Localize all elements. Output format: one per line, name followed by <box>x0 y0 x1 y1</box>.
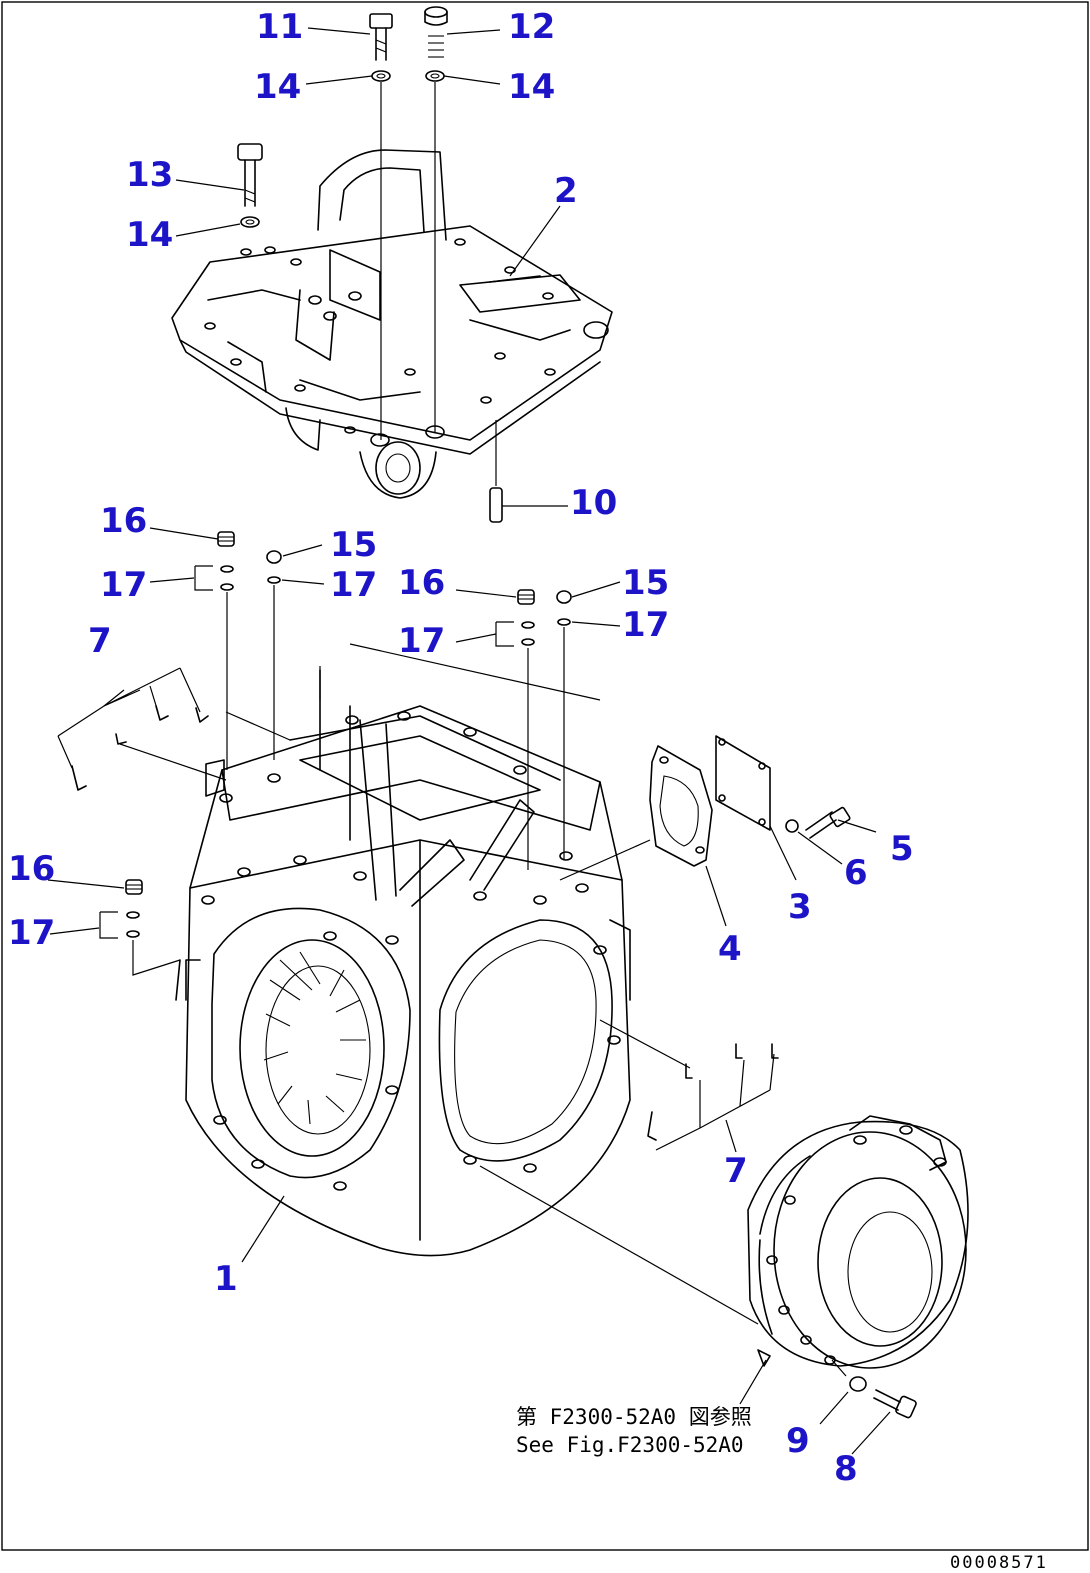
plug-16-b <box>517 589 535 605</box>
axis-line-17-e <box>132 940 181 976</box>
bolt-5 <box>805 806 851 839</box>
oring-17-b <box>267 576 281 584</box>
plug-12 <box>424 6 448 58</box>
callout-17-e: 17 <box>8 913 55 953</box>
plug-15-a <box>266 550 282 564</box>
callout-1: 1 <box>214 1259 238 1299</box>
callout-14-mid: 14 <box>126 215 173 255</box>
stud-group-7-right <box>599 1019 779 1151</box>
callout-6: 6 <box>844 853 868 893</box>
callout-5: 5 <box>890 829 914 869</box>
callout-14-top-right: 14 <box>508 67 555 107</box>
washer-14-a <box>371 70 391 82</box>
oring-17-c <box>495 621 535 647</box>
stud-group-7-left <box>57 667 227 791</box>
dowel-pin-10 <box>489 487 503 523</box>
callout-4: 4 <box>718 929 742 969</box>
main-case-1 <box>175 669 631 1257</box>
cover-plate-3 <box>715 735 771 831</box>
brake-assembly-reference <box>747 1115 969 1369</box>
upper-cover-2 <box>171 149 613 499</box>
gasket-4 <box>649 745 713 867</box>
bolt-8 <box>873 1389 917 1419</box>
callout-10: 10 <box>570 483 617 523</box>
callout-15-a: 15 <box>330 525 377 565</box>
callout-7-left: 7 <box>88 621 112 661</box>
callout-17-a: 17 <box>100 565 147 605</box>
callout-numbers: 11 12 14 14 13 14 2 10 16 15 17 17 16 15… <box>8 7 914 1489</box>
callout-16-c: 16 <box>8 849 55 889</box>
bolt-11 <box>369 13 393 61</box>
guide-line-brake <box>479 1165 759 1325</box>
plug-16-c <box>125 879 143 895</box>
callout-16-b: 16 <box>398 563 445 603</box>
callout-8: 8 <box>834 1449 858 1489</box>
bolt-13 <box>237 143 263 207</box>
washer-6 <box>785 819 799 833</box>
callout-2: 2 <box>554 171 578 211</box>
callout-9: 9 <box>786 1421 810 1461</box>
callout-14-top-left: 14 <box>254 67 301 107</box>
oring-17-d <box>557 618 571 626</box>
washer-14-b <box>425 70 445 82</box>
reference-note-jp: 第 F2300-52A0 図参照 <box>516 1405 752 1429</box>
oring-17-a <box>194 565 234 591</box>
plug-15-b <box>556 590 572 604</box>
callout-11: 11 <box>256 7 303 47</box>
callout-17-d: 17 <box>622 605 669 645</box>
plug-16-a <box>217 531 235 547</box>
leader-reference-note <box>739 1359 767 1405</box>
callout-17-c: 17 <box>398 621 445 661</box>
callout-13: 13 <box>126 155 173 195</box>
guide-line-washer-9 <box>831 1359 847 1377</box>
reference-note-en: See Fig.F2300-52A0 <box>516 1433 744 1457</box>
callout-leaders <box>47 27 891 1455</box>
callout-3: 3 <box>788 887 812 927</box>
callout-7-right: 7 <box>724 1151 748 1191</box>
assembly-guide-lines <box>225 643 601 741</box>
document-id: 00008571 <box>950 1553 1048 1573</box>
oring-17-e <box>99 911 140 939</box>
washer-9 <box>849 1376 867 1392</box>
guide-line-gasket <box>559 839 651 881</box>
washer-14-c <box>240 216 260 228</box>
callout-17-b: 17 <box>330 565 377 605</box>
callout-12: 12 <box>508 7 555 47</box>
callout-16-a: 16 <box>100 501 147 541</box>
callout-15-b: 15 <box>622 563 669 603</box>
arrow-to-reference <box>757 1349 771 1367</box>
